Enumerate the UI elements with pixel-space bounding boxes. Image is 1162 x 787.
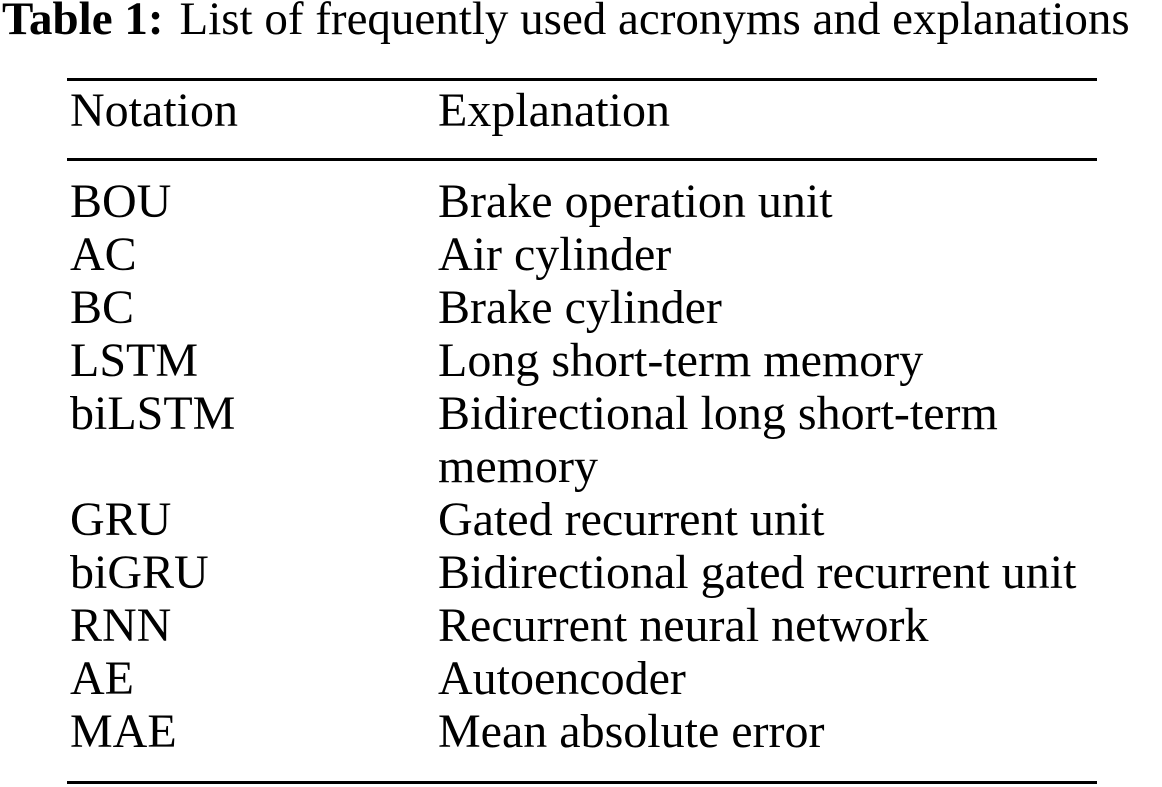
header-row: Notation Explanation [67, 79, 1097, 161]
explanation-cell: Gated recurrent unit [438, 493, 825, 546]
notation-cell: LSTM [70, 334, 199, 387]
table-row: BC Brake cylinder [67, 281, 1097, 334]
explanation-column-header: Explanation [435, 79, 1097, 161]
notation-cell: biGRU [70, 546, 209, 599]
explanation-cell: Brake operation unit [438, 175, 833, 228]
notation-cell: MAE [70, 705, 177, 758]
explanation-cell: Bidirectional gated recurrent unit [438, 546, 1077, 599]
notation-cell: AC [70, 228, 137, 281]
explanation-cell: Long short-term memory [438, 334, 924, 387]
notation-cell: biLSTM [70, 387, 236, 440]
acronym-table-body: BOU Brake operation unit AC Air cylinder… [67, 160, 1097, 783]
table-row: RNN Recurrent neural network [67, 599, 1097, 652]
table-row: AE Autoencoder [67, 652, 1097, 705]
table-caption-text: List of frequently used acronyms and exp… [179, 0, 1130, 45]
table-caption: Table 1: List of frequently used acronyms… [2, 0, 1130, 46]
table-row: MAE Mean absolute error [67, 705, 1097, 783]
table-row: AC Air cylinder [67, 228, 1097, 281]
notation-cell: GRU [70, 493, 172, 546]
acronym-table: Notation Explanation BOU Brake operation… [67, 78, 1097, 784]
notation-column-header: Notation [67, 79, 435, 161]
table-row: biGRU Bidirectional gated recurrent unit [67, 546, 1097, 599]
notation-cell: RNN [70, 599, 172, 652]
notation-cell: BOU [70, 175, 172, 228]
table-row: BOU Brake operation unit [67, 160, 1097, 229]
explanation-cell: Autoencoder [438, 652, 686, 705]
table-caption-label: Table 1: [2, 0, 164, 45]
explanation-cell: Bidirectional long short-term memory [438, 387, 998, 493]
notation-cell: AE [70, 652, 134, 705]
notation-cell: BC [70, 281, 135, 334]
explanation-cell: Air cylinder [438, 228, 672, 281]
explanation-cell: Mean absolute error [438, 705, 825, 758]
table-row: LSTM Long short-term memory [67, 334, 1097, 387]
table-row: biLSTM Bidirectional long short-term mem… [67, 387, 1097, 493]
explanation-cell: Brake cylinder [438, 281, 722, 334]
table-row: GRU Gated recurrent unit [67, 493, 1097, 546]
explanation-cell: Recurrent neural network [438, 599, 929, 652]
